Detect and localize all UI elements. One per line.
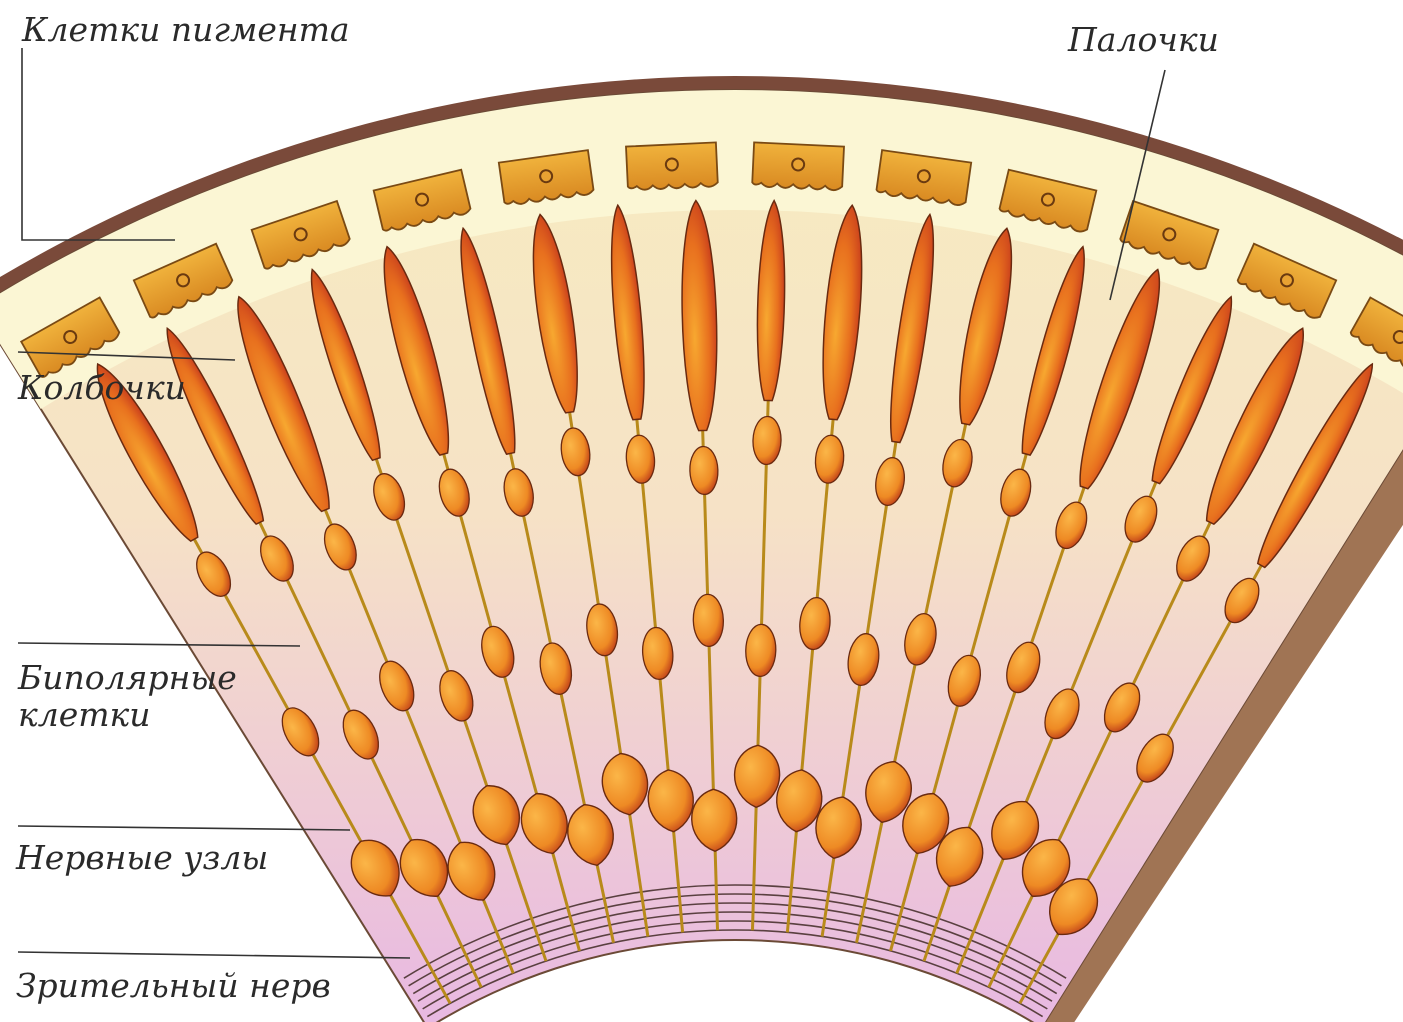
label-bipolar-line1: Биполярные bbox=[18, 660, 237, 697]
label-pigment-cells: Клетки пигмента bbox=[22, 12, 350, 49]
leader-optic-nerve bbox=[18, 952, 410, 958]
pigment-cell-nucleus bbox=[917, 169, 931, 183]
leader-ganglion-cells bbox=[18, 826, 350, 830]
pigment-cell bbox=[626, 142, 718, 190]
pigment-cell bbox=[752, 142, 844, 190]
pigment-cell-nucleus bbox=[666, 158, 679, 171]
pigment-cell-nucleus bbox=[792, 158, 805, 171]
label-ganglion-cells: Нервные узлы bbox=[16, 840, 268, 877]
pigment-cell-nucleus bbox=[539, 169, 553, 183]
label-optic-nerve: Зрительный нерв bbox=[16, 968, 331, 1005]
label-rods: Палочки bbox=[1068, 22, 1219, 59]
label-bipolar-line2: клетки bbox=[18, 697, 237, 734]
label-bipolar-cells: Биполярные клетки bbox=[18, 660, 237, 734]
label-cones: Колбочки bbox=[18, 370, 186, 407]
